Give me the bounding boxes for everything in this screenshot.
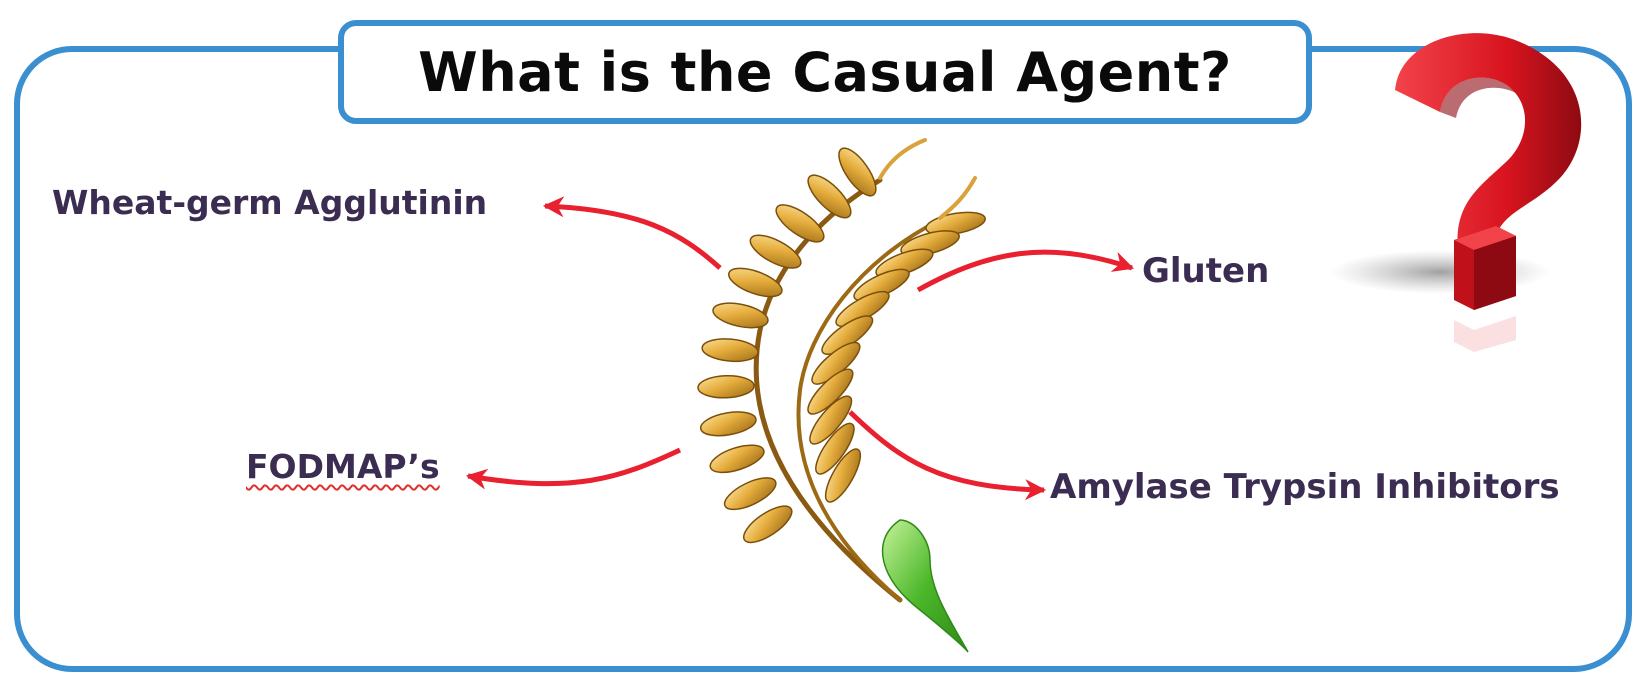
arrow-to-gluten <box>918 252 1132 290</box>
wheat-icon <box>698 140 987 652</box>
agent-gluten: Gluten <box>1142 254 1269 288</box>
agent-fodmaps: FODMAP’s <box>246 450 440 483</box>
arrow-to-fodmaps <box>468 450 680 484</box>
question-mark-icon <box>1330 33 1581 352</box>
arrow-to-wheat-germ-agglutinin <box>545 206 720 268</box>
agent-amylase-trypsin-inhibitors: Amylase Trypsin Inhibitors <box>1050 470 1560 504</box>
agent-wheat-germ-agglutinin: Wheat-germ Agglutinin <box>52 186 487 219</box>
arrow-to-amylase-trypsin-inhibitors <box>850 412 1044 490</box>
